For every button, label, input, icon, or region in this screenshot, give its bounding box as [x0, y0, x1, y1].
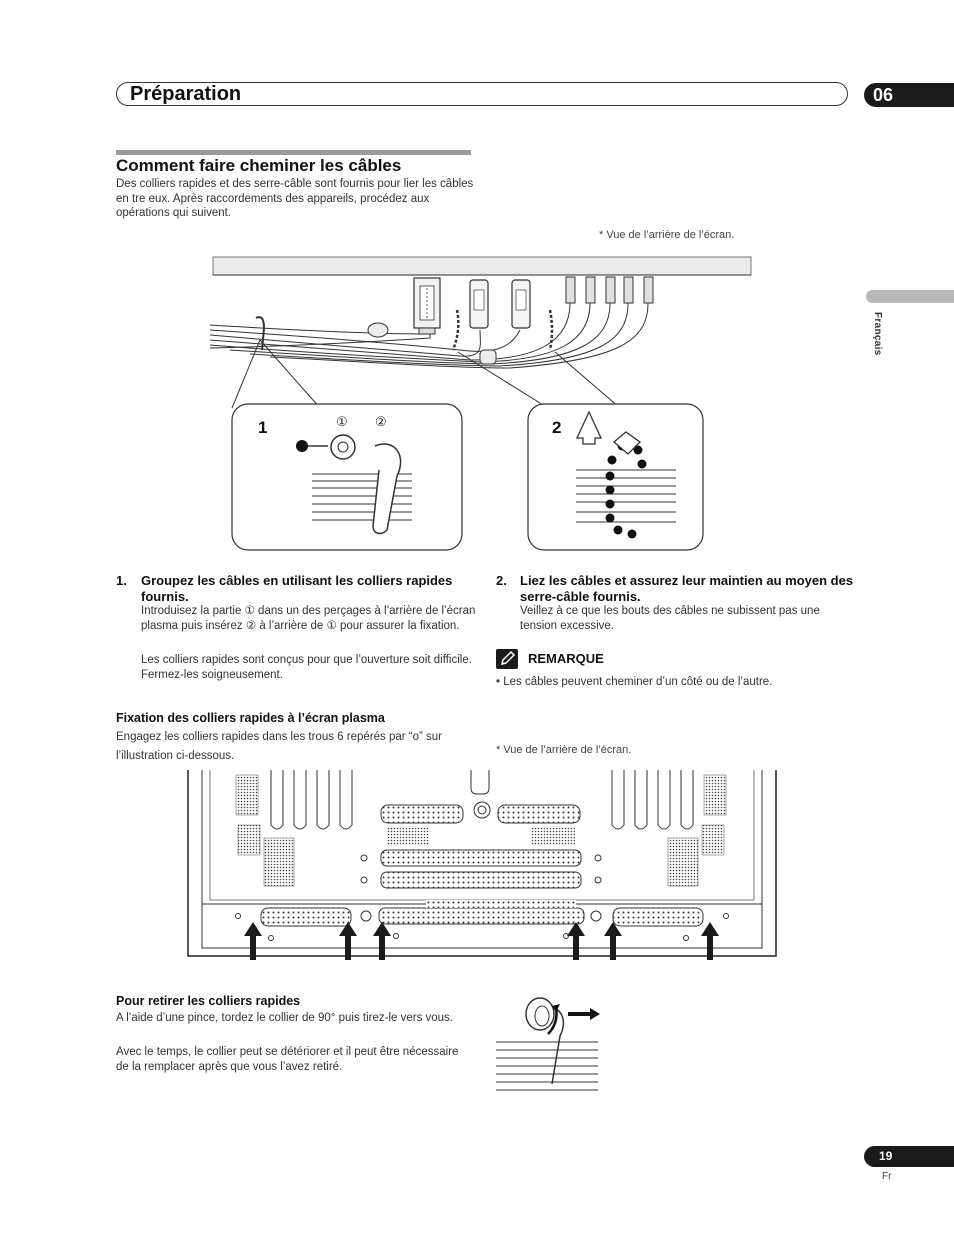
section-title: Comment faire cheminer les câbles — [116, 156, 402, 175]
removal-paragraph-2: Avec le temps, le collier peut se détéri… — [116, 1046, 459, 1073]
step-1-title: Groupez les câbles en utilisant les coll… — [141, 573, 453, 604]
header-bar — [116, 82, 848, 106]
fixation-text: Engagez les colliers rapides dans les tr… — [116, 731, 442, 762]
page-title: Préparation — [130, 83, 242, 105]
note-pencil-icon — [496, 649, 518, 669]
step-2-number: 2. — [496, 573, 507, 588]
clamp-removal-diagram — [496, 997, 600, 1091]
step-1-paragraph-1: Introduisez la partie ① dans un des perç… — [141, 605, 476, 632]
caption-bottom: * Vue de l’arrière de l’écran. — [496, 744, 632, 756]
page-number: 19 — [864, 1146, 954, 1167]
note-label: REMARQUE — [528, 651, 604, 666]
note-bullet: • Les câbles peuvent cheminer d’un côté … — [496, 676, 773, 688]
removal-heading: Pour retirer les colliers rapides — [116, 994, 301, 1008]
cable-routing-diagram: 1 ① ② 2 — [210, 256, 752, 551]
part-1-label: ① — [336, 414, 348, 429]
step-2-paragraph-1: Veillez à ce que les bouts des câbles ne… — [520, 605, 820, 632]
step-1-paragraph-2: Les colliers rapides sont conçus pour qu… — [141, 654, 472, 681]
callout-2-label: 2 — [552, 418, 561, 437]
fixation-heading: Fixation des colliers rapides à l’écran … — [116, 711, 385, 725]
callout-1-label: 1 — [258, 418, 267, 437]
removal-paragraph-1: A l’aide d’une pince, tordez le collier … — [116, 1012, 453, 1024]
page-language-code: Fr — [882, 1171, 892, 1182]
step-2-title: Liez les câbles et assurez leur maintien… — [520, 573, 854, 604]
section-rule — [116, 150, 471, 155]
plasma-rear-diagram — [187, 770, 777, 960]
language-label: Français — [872, 312, 883, 356]
section-intro: Des colliers rapides et des serre-câble … — [116, 178, 474, 219]
part-2-label: ② — [375, 414, 387, 429]
chapter-number: 06 — [864, 83, 954, 107]
language-tab — [866, 290, 954, 303]
caption-top: * Vue de l’arrière de l’écran. — [599, 229, 735, 241]
step-1-number: 1. — [116, 573, 127, 588]
